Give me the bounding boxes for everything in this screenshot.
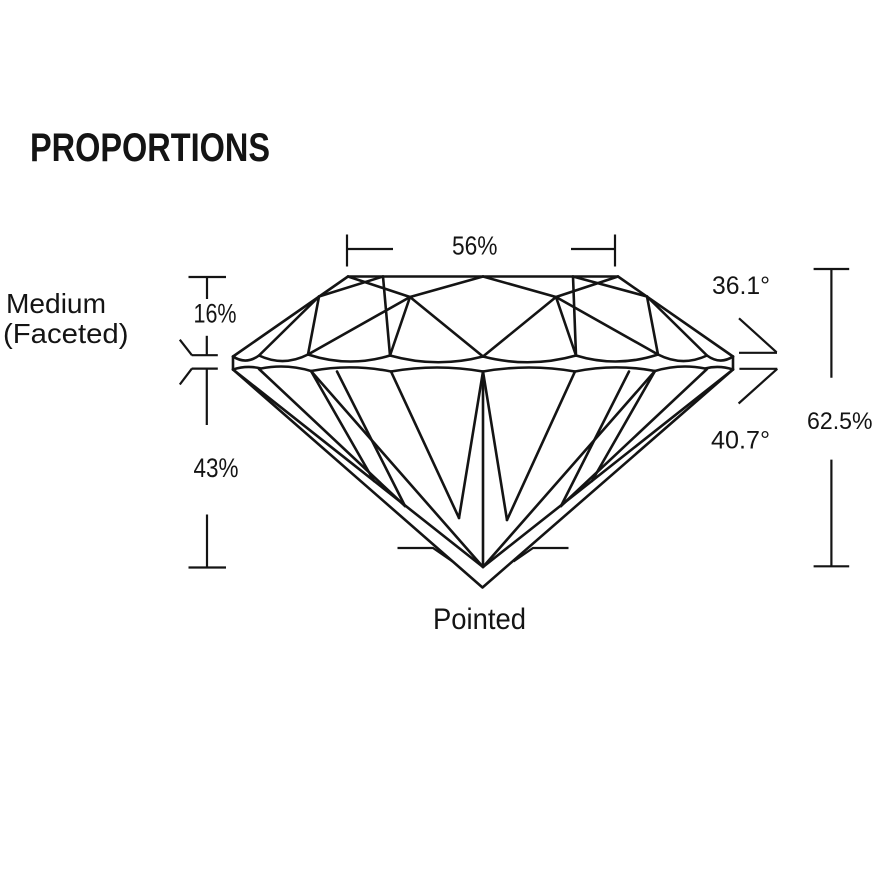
- svg-text:(Faceted): (Faceted): [3, 318, 129, 349]
- svg-text:Pointed: Pointed: [433, 603, 526, 636]
- svg-text:Medium: Medium: [6, 288, 106, 319]
- svg-text:62.5%: 62.5%: [807, 408, 873, 435]
- svg-text:40.7°: 40.7°: [711, 427, 770, 455]
- svg-text:36.1°: 36.1°: [712, 272, 770, 300]
- svg-text:16%: 16%: [194, 299, 237, 329]
- svg-text:PROPORTIONS: PROPORTIONS: [30, 126, 270, 170]
- svg-text:56%: 56%: [452, 233, 498, 261]
- svg-text:43%: 43%: [194, 453, 239, 483]
